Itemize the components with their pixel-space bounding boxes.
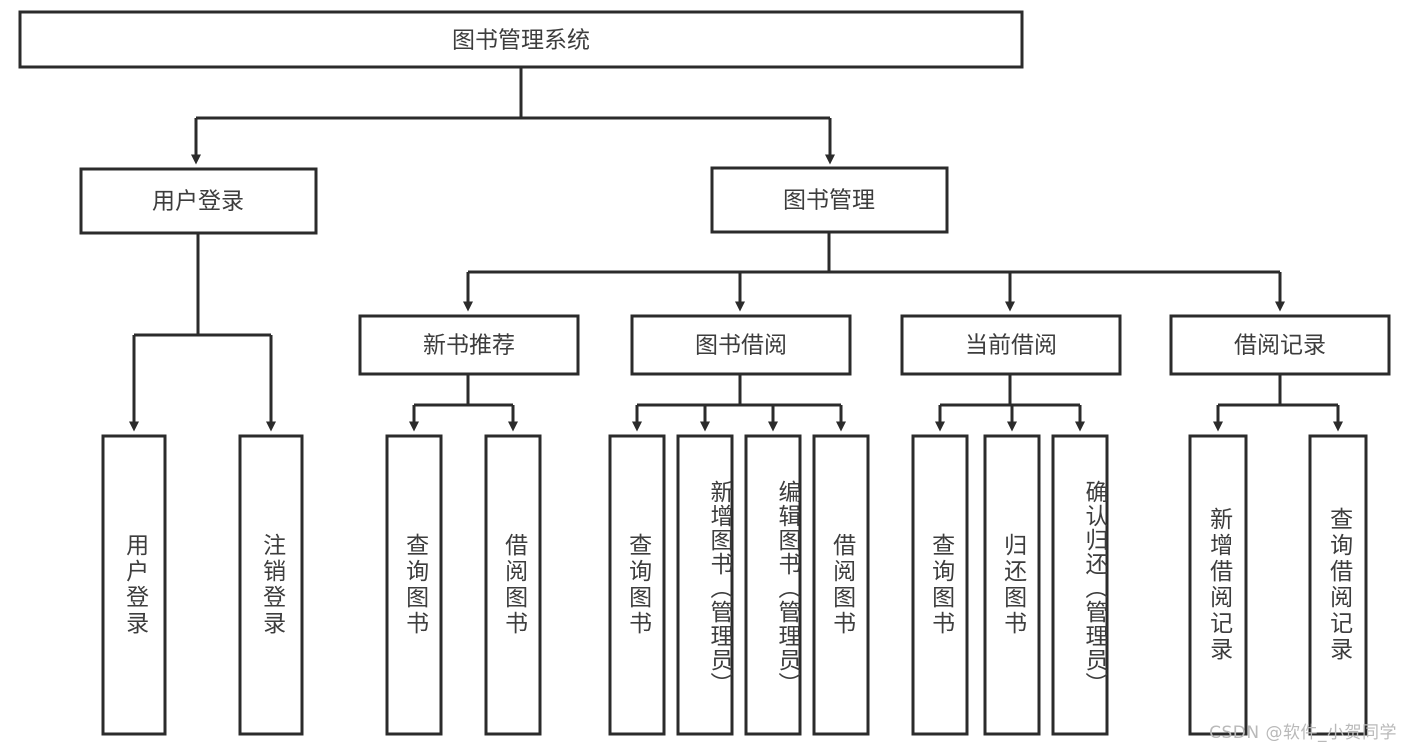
edge-layer: [129, 67, 1343, 432]
leaf-br-query-record-label: 查询借阅记录: [1325, 507, 1352, 663]
node-user-login[interactable]: 用户登录: [79, 167, 318, 235]
node-book-borrow[interactable]: 图书借阅: [630, 314, 852, 376]
leaf-user-login[interactable]: 用户登录: [101, 434, 167, 736]
leaf-user-login-box[interactable]: [101, 434, 167, 736]
leaf-bb-borrow-book[interactable]: 借阅图书: [812, 434, 870, 736]
leaf-bb-edit-book-label: 编辑图书（管理员）: [774, 480, 800, 696]
leaf-bb-add-book[interactable]: 新增图书（管理员）: [676, 434, 734, 736]
leaf-br-add-record-label: 新增借阅记录: [1205, 507, 1232, 663]
leaf-bb-borrow-book-box[interactable]: [812, 434, 870, 736]
leaf-cb-return-book-box[interactable]: [983, 434, 1041, 736]
leaf-cb-return-book[interactable]: 归还图书: [983, 434, 1041, 736]
leaf-cb-query-book[interactable]: 查询图书: [911, 434, 969, 736]
leaf-bb-query-book[interactable]: 查询图书: [608, 434, 666, 736]
leaf-nbr-borrow-book-box[interactable]: [484, 434, 542, 736]
leaf-nbr-query-book-box[interactable]: [385, 434, 443, 736]
node-borrow-record-label: 借阅记录: [1234, 333, 1326, 359]
leaf-bb-borrow-book-label: 借阅图书: [828, 533, 855, 637]
node-current-borrow-label: 当前借阅: [965, 333, 1057, 359]
leaf-br-add-record-box[interactable]: [1188, 434, 1248, 736]
node-book-management-box[interactable]: [710, 166, 949, 234]
leaf-logout-label: 注销登录: [258, 533, 285, 637]
node-root-box[interactable]: [18, 10, 1024, 69]
leaf-bb-add-book-label: 新增图书（管理员）: [706, 480, 732, 696]
leaf-nbr-borrow-book[interactable]: 借阅图书: [484, 434, 542, 736]
leaf-cb-confirm-return[interactable]: 确认归还（管理员）: [1051, 434, 1109, 736]
node-book-borrow-box[interactable]: [630, 314, 852, 376]
leaf-br-query-record[interactable]: 查询借阅记录: [1308, 434, 1368, 736]
node-user-login-label: 用户登录: [152, 189, 244, 215]
node-new-book-recommend-box[interactable]: [358, 314, 580, 376]
node-new-book-recommend[interactable]: 新书推荐: [358, 314, 580, 376]
leaf-bb-edit-book-box[interactable]: [744, 434, 802, 736]
node-book-borrow-label: 图书借阅: [695, 333, 787, 359]
leaf-bb-add-book-box[interactable]: [676, 434, 734, 736]
leaf-cb-return-book-label: 归还图书: [999, 533, 1026, 637]
leaf-br-query-record-box[interactable]: [1308, 434, 1368, 736]
node-borrow-record-box[interactable]: [1169, 314, 1391, 376]
node-book-management-label: 图书管理: [783, 188, 875, 214]
leaf-cb-confirm-return-box[interactable]: [1051, 434, 1109, 736]
node-root[interactable]: 图书管理系统: [18, 10, 1024, 69]
node-new-book-recommend-label: 新书推荐: [423, 333, 515, 359]
csdn-watermark: CSDN @软件_小贺同学: [1209, 723, 1397, 743]
leaf-cb-query-book-box[interactable]: [911, 434, 969, 736]
leaf-nbr-query-book[interactable]: 查询图书: [385, 434, 443, 736]
node-current-borrow[interactable]: 当前借阅: [900, 314, 1122, 376]
leaf-logout-box[interactable]: [238, 434, 304, 736]
leaf-cb-confirm-return-label: 确认归还（管理员）: [1081, 480, 1107, 696]
leaf-bb-query-book-label: 查询图书: [624, 533, 651, 637]
node-borrow-record[interactable]: 借阅记录: [1169, 314, 1391, 376]
node-current-borrow-box[interactable]: [900, 314, 1122, 376]
leaf-nbr-borrow-book-label: 借阅图书: [500, 533, 527, 637]
leaf-br-add-record[interactable]: 新增借阅记录: [1188, 434, 1248, 736]
node-book-management[interactable]: 图书管理: [710, 166, 949, 234]
node-user-login-box[interactable]: [79, 167, 318, 235]
leaf-cb-query-book-label: 查询图书: [927, 533, 954, 637]
leaf-bb-edit-book[interactable]: 编辑图书（管理员）: [744, 434, 802, 736]
node-root-label: 图书管理系统: [452, 28, 590, 54]
leaf-nbr-query-book-label: 查询图书: [401, 533, 428, 637]
leaf-user-login-label: 用户登录: [121, 533, 148, 637]
leaf-bb-query-book-box[interactable]: [608, 434, 666, 736]
leaf-logout[interactable]: 注销登录: [238, 434, 304, 736]
